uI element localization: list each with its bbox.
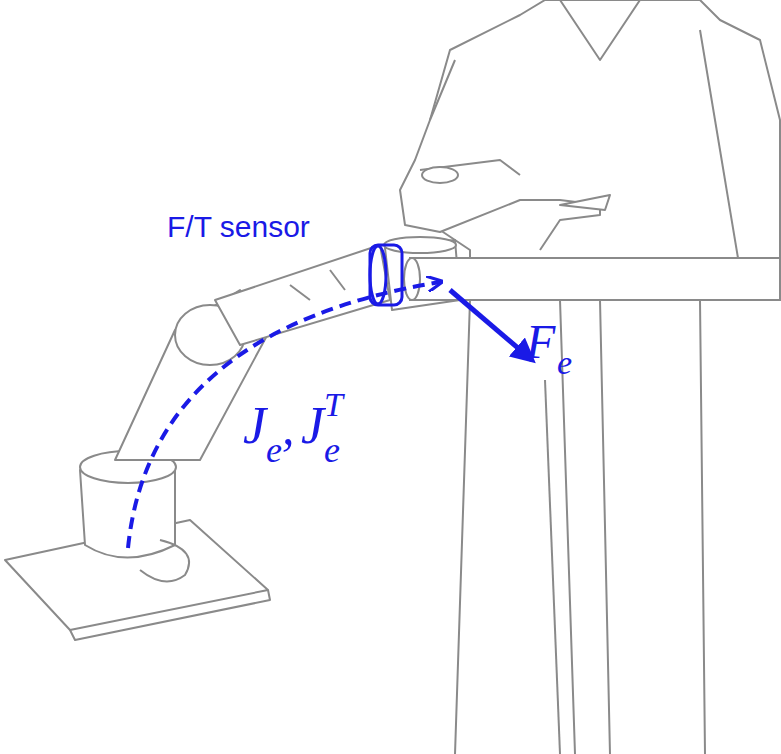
jacobian-symbol: J (243, 400, 266, 452)
force-symbol: F (526, 318, 555, 366)
subscript: e (266, 432, 282, 468)
force-arrow (450, 290, 532, 360)
table-board (404, 258, 780, 300)
jacobian-curve (128, 282, 440, 548)
superscript: T (324, 388, 343, 422)
sensor-label: F/T sensor (167, 212, 310, 242)
robot-figure (5, 237, 460, 640)
ft-sensor-symbol (370, 245, 402, 305)
person-figure (400, 0, 780, 754)
subscript: e (324, 432, 340, 468)
jacobian-symbol: J (301, 400, 324, 452)
subscript: e (557, 346, 572, 380)
separator: , (282, 402, 295, 452)
